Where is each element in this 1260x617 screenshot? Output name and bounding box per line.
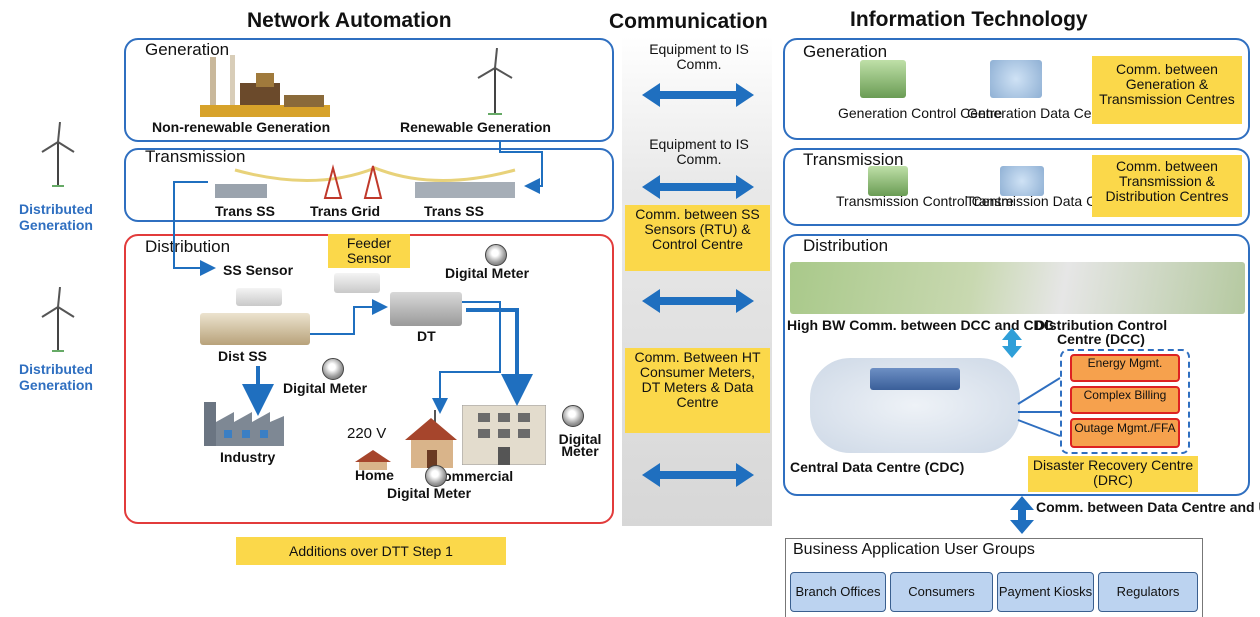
it-transmission-title: Transmission bbox=[803, 150, 904, 169]
consumers-group: Consumers bbox=[890, 572, 993, 612]
generation-data-centre-label: Generation Data Centre bbox=[967, 105, 1116, 121]
digital-meter-icon bbox=[322, 358, 344, 380]
generation-control-centre-image bbox=[860, 60, 906, 98]
communication-header: Communication bbox=[609, 10, 768, 33]
digital-meter-icon bbox=[425, 465, 447, 487]
users-vertical-arrow bbox=[1010, 496, 1034, 534]
renewable-generation-label: Renewable Generation bbox=[400, 119, 551, 135]
trans-ss-right-label: Trans SS bbox=[424, 203, 484, 219]
digital-meter-icon bbox=[562, 405, 584, 427]
dt-label: DT bbox=[417, 328, 436, 344]
business-user-groups-title: Business Application User Groups bbox=[793, 541, 1035, 558]
network-distribution-title: Distribution bbox=[145, 237, 231, 256]
digital-meter-mid-label: Digital Meter bbox=[283, 380, 368, 396]
ss-sensor-device-icon bbox=[236, 288, 282, 306]
commercial-label: Commercial bbox=[433, 468, 514, 484]
transmission-control-centre-image bbox=[868, 166, 908, 196]
industry-label: Industry bbox=[220, 449, 276, 465]
dist-ss-label: Dist SS bbox=[218, 348, 268, 364]
dcc-label: Distribution Control Centre (DCC) bbox=[1034, 317, 1168, 347]
modules-dashed-group bbox=[1060, 349, 1190, 454]
dt-transformer-icon bbox=[390, 292, 462, 326]
distribution-map-image bbox=[790, 262, 1245, 314]
cdc-label: Central Data Centre (CDC) bbox=[790, 459, 965, 475]
generation-transmission-comm-note: Comm. between Generation & Transmission … bbox=[1092, 56, 1242, 124]
server-rack-icon bbox=[870, 368, 960, 390]
equipment-to-is-comm-2: Equipment to IS Comm. bbox=[649, 136, 749, 167]
home-icon bbox=[355, 410, 457, 470]
payment-kiosks-group: Payment Kiosks bbox=[997, 572, 1094, 612]
industry-factory-icon bbox=[204, 402, 284, 446]
additions-note: Additions over DTT Step 1 bbox=[236, 537, 506, 565]
information-technology-header: Information Technology bbox=[850, 8, 1088, 31]
trans-grid-label: Trans Grid bbox=[310, 203, 381, 219]
digital-meter-bottom-label: Digital Meter bbox=[387, 485, 472, 501]
users-comm-label: Comm. between Data Centre and Users bbox=[1036, 499, 1260, 515]
generation-control-centre-label: Generation Control Centre bbox=[838, 105, 1003, 121]
equipment-to-is-comm-1: Equipment to IS Comm. bbox=[649, 41, 749, 72]
ss-sensors-comm-note: Comm. between SS Sensors (RTU) & Control… bbox=[625, 205, 770, 271]
feeder-sensor-device-icon bbox=[334, 273, 380, 293]
commercial-building-icon bbox=[462, 405, 546, 465]
communication-column bbox=[622, 36, 772, 526]
ss-sensor-label: SS Sensor bbox=[223, 262, 294, 278]
wind-turbine-icon bbox=[41, 122, 75, 187]
regulators-group: Regulators bbox=[1098, 572, 1198, 612]
ht-consumer-comm-note: Comm. Between HT Consumer Meters, DT Met… bbox=[625, 348, 770, 433]
transmission-infrastructure-icon bbox=[215, 164, 516, 199]
drc-note: Disaster Recovery Centre (DRC) bbox=[1028, 456, 1198, 492]
trans-ss-left-label: Trans SS bbox=[215, 203, 275, 219]
wind-turbine-icon bbox=[477, 48, 513, 115]
energy-mgmt-module: Energy Mgmt. bbox=[1070, 354, 1180, 382]
network-generation-title: Generation bbox=[145, 40, 230, 59]
it-generation-title: Generation bbox=[803, 42, 888, 61]
digital-meter-right-label: Digital Meter bbox=[558, 431, 602, 459]
digital-meter-top-label: Digital Meter bbox=[445, 265, 530, 281]
network-transmission-title: Transmission bbox=[145, 147, 246, 166]
digital-meter-icon bbox=[485, 244, 507, 266]
transmission-data-centre-image bbox=[1000, 166, 1044, 196]
it-distribution-title: Distribution bbox=[803, 236, 889, 255]
generation-data-centre-image bbox=[990, 60, 1042, 98]
non-renewable-generation-label: Non-renewable Generation bbox=[152, 119, 331, 135]
transmission-distribution-comm-note: Comm. between Transmission & Distributio… bbox=[1092, 155, 1242, 217]
power-plant-icon bbox=[200, 55, 330, 117]
high-bw-comm-label: High BW Comm. between DCC and CDC bbox=[787, 317, 1054, 333]
outage-mgmt-module: Outage Mgmt./FFA bbox=[1070, 418, 1180, 448]
branch-offices-group: Branch Offices bbox=[790, 572, 886, 612]
transmission-data-centre-label: Transmission Data Centre bbox=[966, 193, 1129, 209]
voltage-label: 220 V bbox=[347, 425, 387, 442]
dist-ss-building-icon bbox=[200, 313, 310, 345]
complex-billing-module: Complex Billing bbox=[1070, 386, 1180, 414]
home-label: Home bbox=[355, 467, 394, 483]
network-generation-panel bbox=[124, 38, 614, 142]
feeder-sensor-note: Feeder Sensor bbox=[328, 234, 410, 268]
wind-turbine-icon bbox=[41, 287, 75, 352]
network-automation-header: Network Automation bbox=[247, 9, 452, 32]
distributed-generation-label-2: Distributed Generation bbox=[19, 361, 93, 393]
transmission-control-centre-label: Transmission Control Centre bbox=[836, 193, 1014, 209]
distributed-generation-label-1: Distributed Generation bbox=[19, 201, 93, 233]
